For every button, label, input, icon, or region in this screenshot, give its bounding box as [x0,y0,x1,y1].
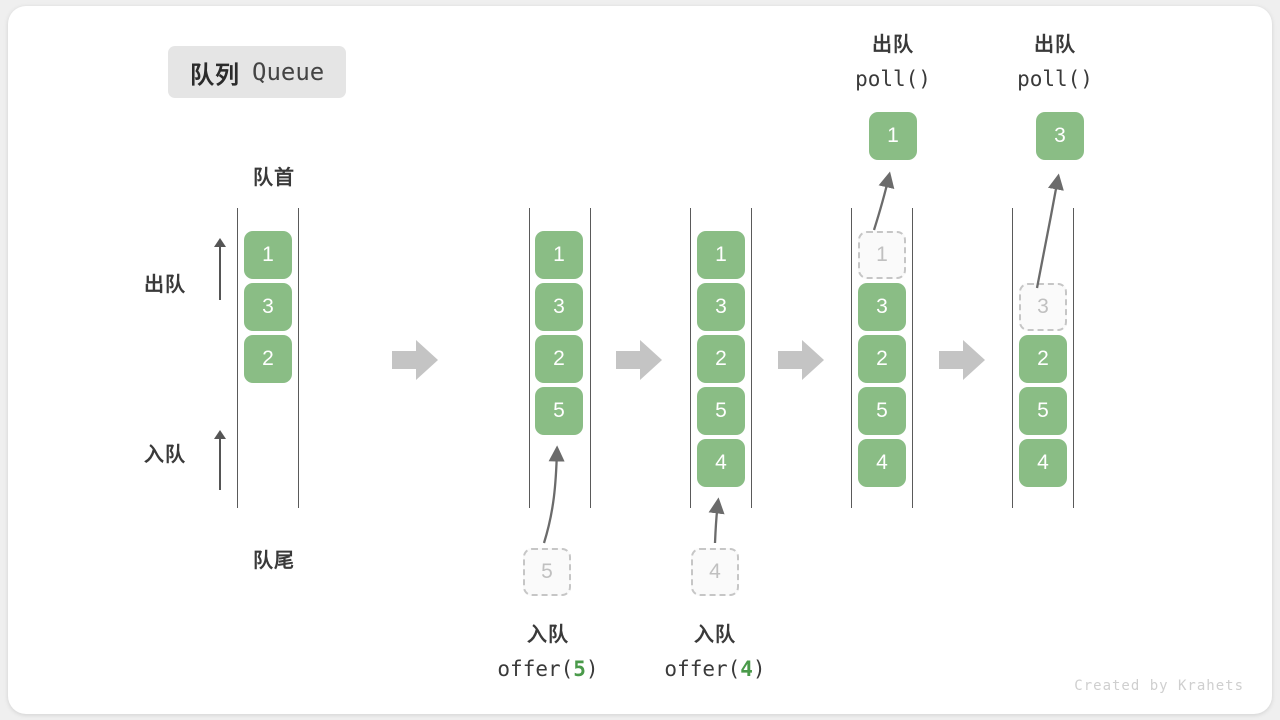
title-chinese: 队列 [190,61,240,89]
cell-c3-3: 5 [697,387,745,435]
caption-poll-3: 出队 poll() [1017,34,1093,91]
cell-c4-3: 5 [858,387,906,435]
incoming-cell-c2: 5 [523,548,571,596]
enqueue-up-arrow-icon [214,430,226,490]
caption-offer-5-code: offer(5) [497,657,599,681]
label-queue-head: 队首 [253,167,295,189]
cell-c2-3: 5 [535,387,583,435]
step-arrow-2-icon [616,340,662,380]
cell-c1-2: 2 [244,335,292,383]
watermark: Created by Krahets [1074,678,1244,694]
cell-c4-2: 2 [858,335,906,383]
cell-c5-2: 2 [1019,335,1067,383]
cell-c2-0: 1 [535,231,583,279]
cell-c1-1: 3 [244,283,292,331]
cell-c5-3: 5 [1019,387,1067,435]
title-badge: 队列 Queue [168,46,347,98]
cell-c3-1: 3 [697,283,745,331]
diagram-stage: 队列 Queue 队首 队尾 出队 入队 1 3 2 1 3 2 5 5 入队 … [8,6,1272,714]
caption-offer-4-code: offer(4) [664,657,766,681]
cell-c2-2: 2 [535,335,583,383]
dequeue-up-arrow-icon [214,238,226,300]
cell-c3-2: 2 [697,335,745,383]
caption-poll-1: 出队 poll() [855,34,931,91]
cell-c1-0: 1 [244,231,292,279]
label-enqueue: 入队 [144,444,186,466]
cell-c5-1: 3 [1019,283,1067,331]
label-dequeue: 出队 [144,274,186,296]
step-arrow-1-icon [392,340,438,380]
step-arrow-3-icon [778,340,824,380]
cell-c4-1: 3 [858,283,906,331]
cell-c4-4: 4 [858,439,906,487]
cell-c3-4: 4 [697,439,745,487]
step-arrow-4-icon [939,340,985,380]
incoming-cell-c3: 4 [691,548,739,596]
cell-c2-1: 3 [535,283,583,331]
title-english: Queue [252,58,325,86]
diagram-card: 队列 Queue 队首 队尾 出队 入队 1 3 2 1 3 2 5 5 入队 … [8,6,1272,714]
caption-offer-4: 入队 offer(4) [630,618,800,686]
caption-offer-5: 入队 offer(5) [463,618,633,686]
outgoing-cell-c5: 3 [1036,112,1084,160]
outgoing-cell-c4: 1 [869,112,917,160]
cell-c3-0: 1 [697,231,745,279]
cell-c4-0: 1 [858,231,906,279]
label-queue-tail: 队尾 [253,550,295,572]
cell-c5-4: 4 [1019,439,1067,487]
